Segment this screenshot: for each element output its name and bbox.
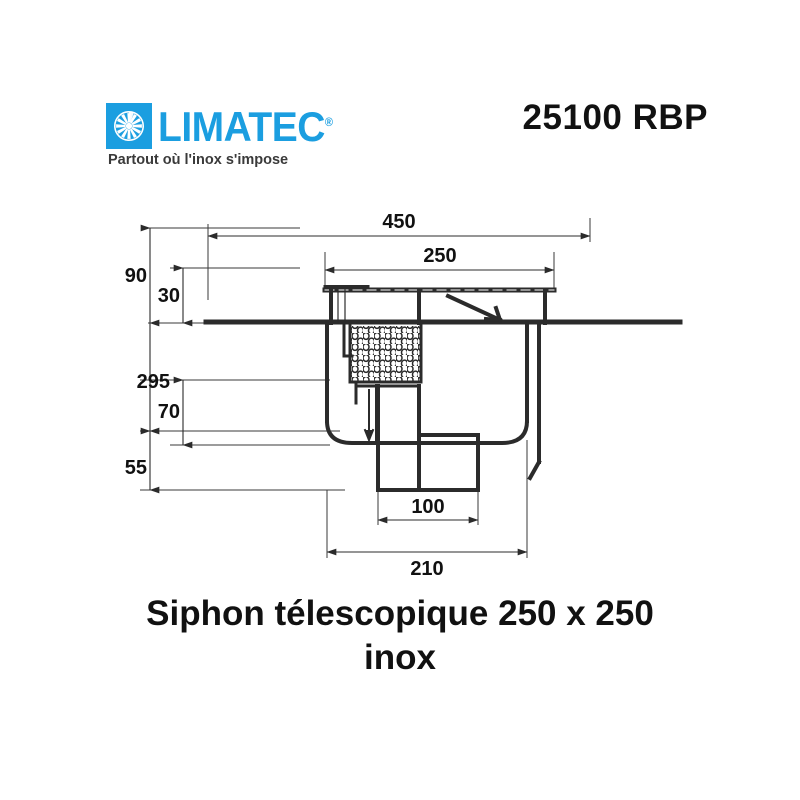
registered-trademark-icon: ® — [324, 116, 333, 130]
detail-leader-arrow — [445, 293, 503, 323]
dimension-label-450: 450 — [382, 211, 415, 233]
brand-wordmark-text: LIMATEC — [158, 104, 325, 151]
technical-drawing: 450 250 90 30 295 70 55 — [0, 190, 800, 590]
dimension-outlet-height: 55 — [125, 427, 160, 494]
siphon-cross-section — [203, 285, 683, 492]
dimension-telescopic-total: 90 — [125, 224, 160, 327]
limatec-sunburst-logo-icon — [106, 102, 152, 149]
product-reference-title: 25100 RBP — [522, 98, 708, 137]
right-outer-skirt — [527, 321, 542, 481]
brand-logo: LIMATEC® — [106, 100, 333, 151]
dimension-label-55: 55 — [125, 457, 147, 479]
page-header: LIMATEC® Partout où l'inox s'impose 2510… — [0, 0, 800, 190]
extension-lines — [140, 218, 591, 558]
dimension-label-250: 250 — [423, 245, 456, 267]
dimension-flange-drop: 30 — [158, 264, 193, 327]
dimension-label-30: 30 — [158, 285, 180, 307]
siphon-body-outline — [324, 321, 530, 445]
dimension-grate-width: 250 — [324, 245, 555, 274]
dimension-label-90: 90 — [125, 265, 147, 287]
grate-cover-plate — [322, 285, 557, 293]
dimension-label-100: 100 — [411, 496, 444, 518]
dimension-water-seal: 70 — [158, 376, 193, 449]
trap-standpipe — [354, 384, 421, 445]
dimension-label-295: 295 — [137, 371, 170, 393]
dimension-body-width: 210 — [326, 548, 528, 580]
caption-line-2: inox — [364, 638, 436, 677]
dimension-label-70: 70 — [158, 401, 180, 423]
telescopic-collar — [329, 288, 547, 325]
dimension-overall-width: 450 — [207, 211, 591, 240]
dimension-outlet-width: 100 — [377, 496, 479, 524]
dimension-body-depth: 295 — [137, 323, 170, 435]
caption-line-1: Siphon télescopique 250 x 250 — [146, 594, 654, 633]
perforated-strainer-basket — [342, 321, 423, 405]
vertical-outlet-pipe — [376, 384, 480, 492]
dimension-label-210: 210 — [410, 558, 443, 580]
brand-tagline: Partout où l'inox s'impose — [108, 152, 289, 168]
brand-wordmark: LIMATEC® — [158, 98, 333, 153]
product-caption: Siphon télescopique 250 x 250 inox — [0, 592, 800, 680]
